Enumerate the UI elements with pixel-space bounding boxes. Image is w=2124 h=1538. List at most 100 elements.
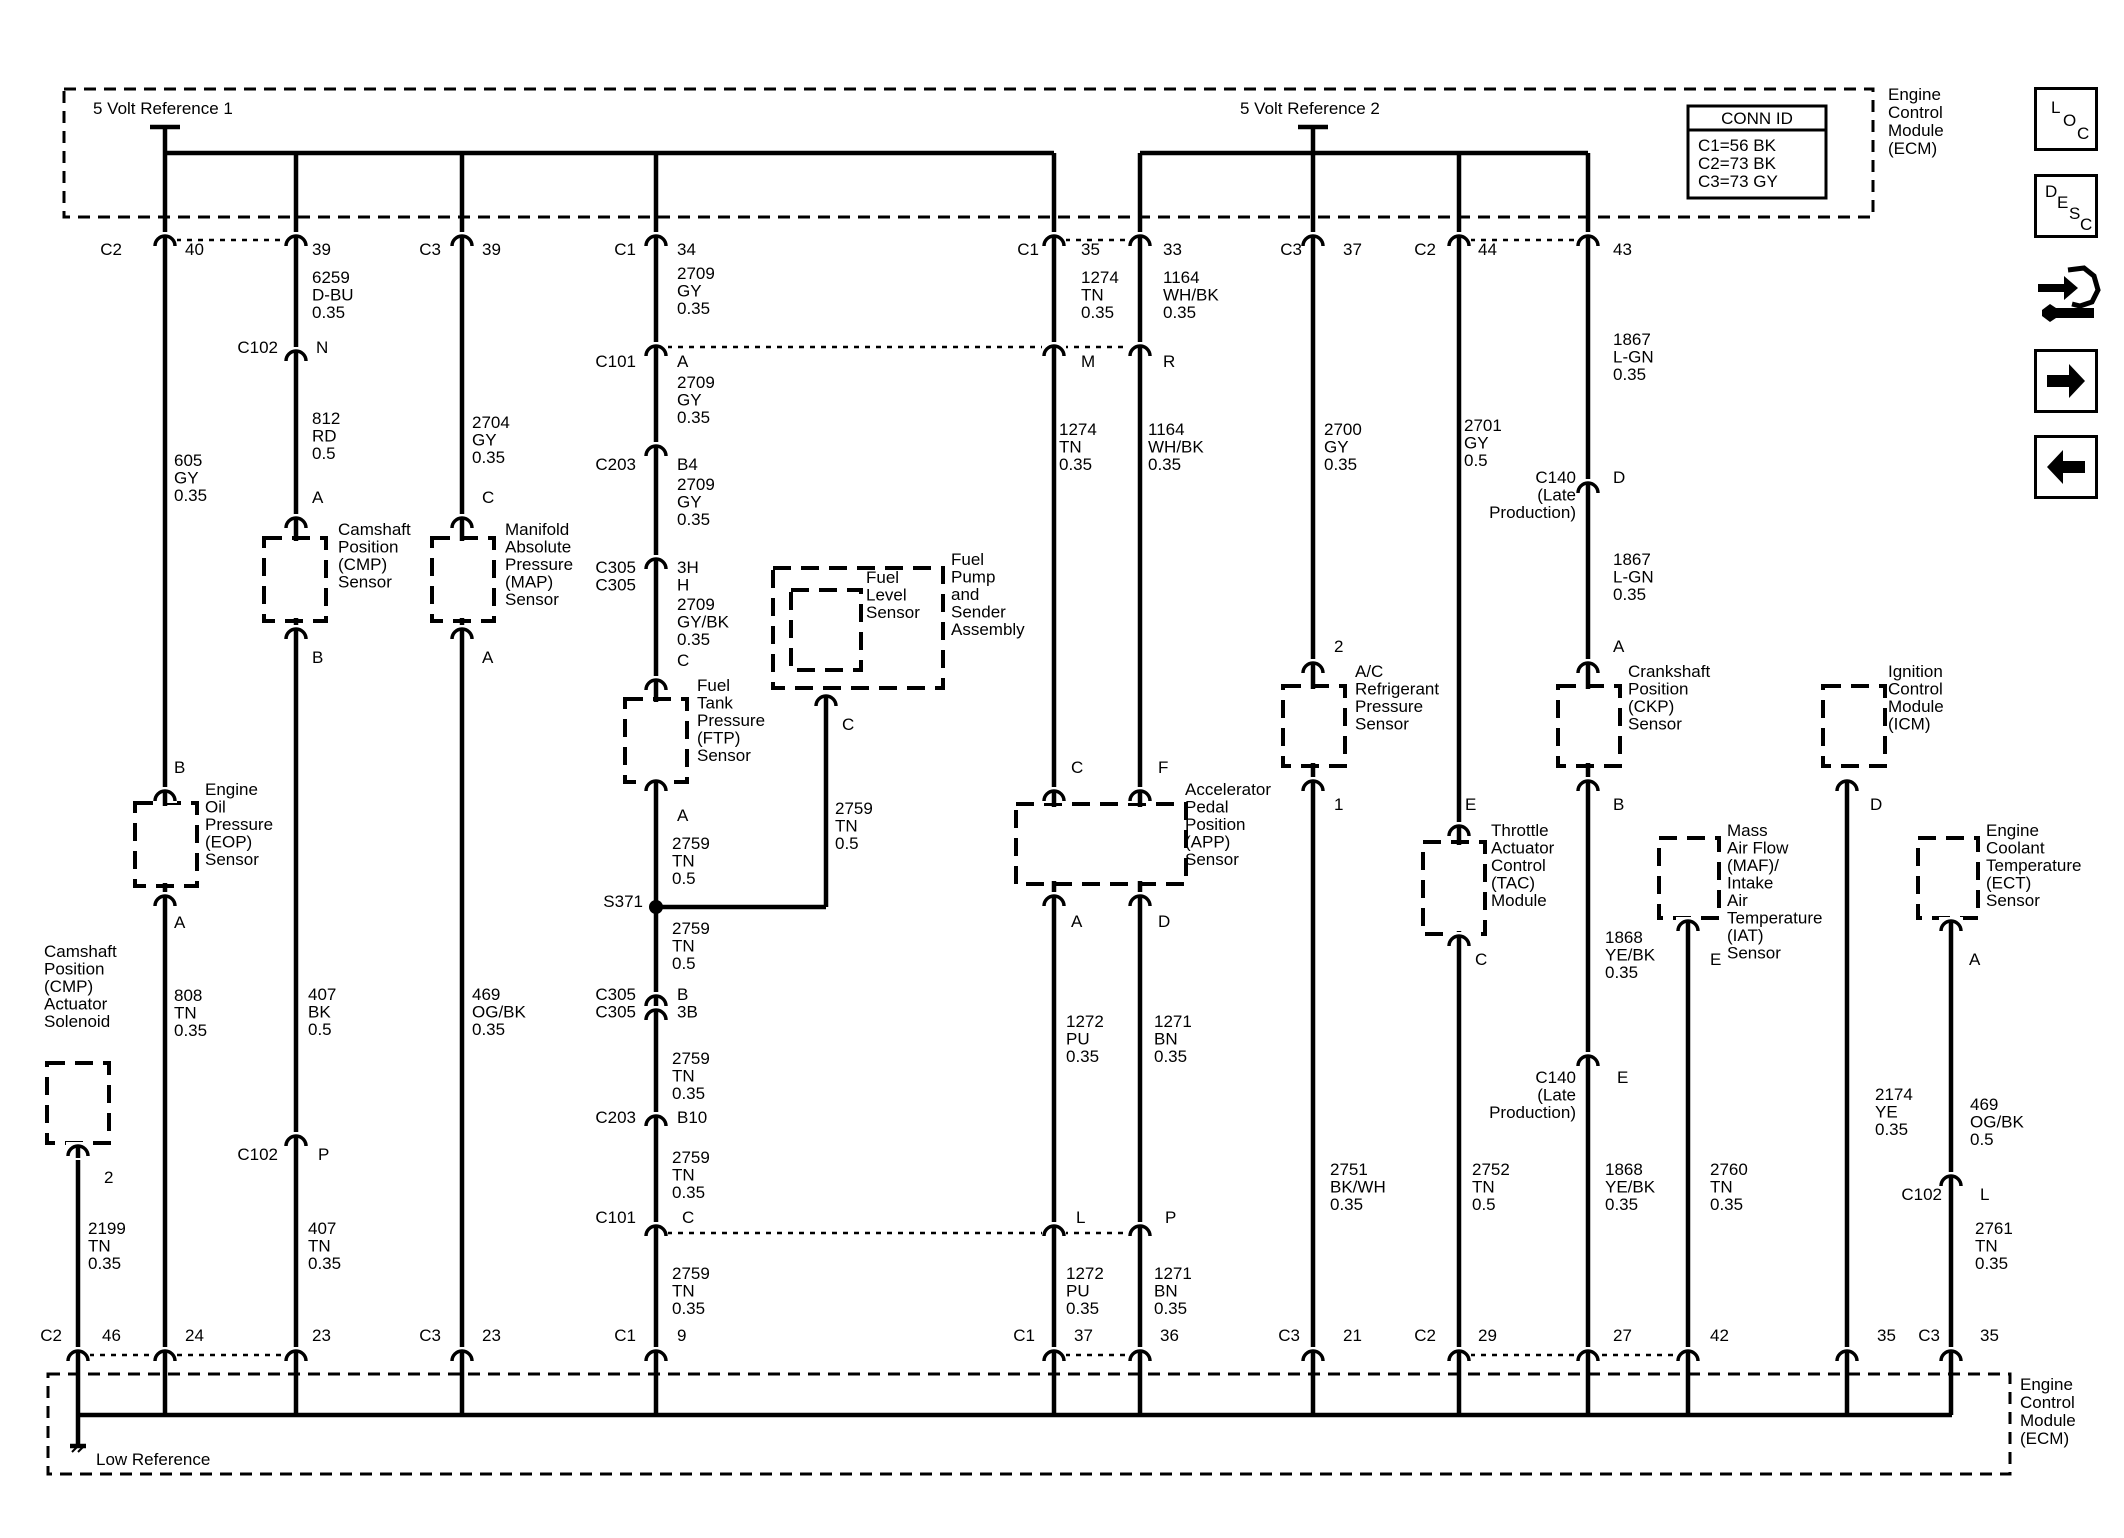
wire-label: C101 [595, 352, 636, 371]
wire-label: D [1870, 795, 1882, 814]
box-fill [1826, 689, 1882, 763]
wire-label: C [1071, 758, 1083, 777]
wire-label: 44 [1478, 240, 1497, 259]
wire-label: 27 [1613, 1326, 1632, 1345]
conn-id-table [1686, 104, 1828, 200]
conn-id-title: CONN ID [1721, 109, 1793, 128]
wire-label: 29 [1478, 1326, 1497, 1345]
wire-label: C [1475, 950, 1487, 969]
wire-label: M [1081, 352, 1095, 371]
wire-label: C2 [1414, 1326, 1436, 1345]
component-box [1821, 684, 1887, 768]
wire-label: C [677, 651, 689, 670]
ecm-bottom-outline [46, 1372, 2012, 1476]
wire-label: C2 [1414, 240, 1436, 259]
arrow-right-icon[interactable] [2034, 349, 2098, 413]
arrow-left-icon[interactable] [2034, 435, 2098, 499]
wire-label: 2 [1334, 637, 1343, 656]
wire-label: D [1158, 912, 1170, 931]
wire-label: C1 [1017, 240, 1039, 259]
box-fill [435, 541, 491, 618]
wire-label: C3 [1280, 240, 1302, 259]
wire-label: 21 [1343, 1326, 1362, 1345]
wire-label: 23 [482, 1326, 501, 1345]
wire-label: B10 [677, 1108, 707, 1127]
component-box [1014, 802, 1188, 886]
wire-label: 37 [1074, 1326, 1093, 1345]
wire-label: 33 [1163, 240, 1182, 259]
wire-label: C2 [40, 1326, 62, 1345]
wire-label: B [312, 648, 323, 667]
box-fill [267, 541, 323, 618]
wire-label: C [482, 488, 494, 507]
component-boxes [45, 238, 1980, 1357]
connector-icon[interactable] [2034, 262, 2102, 328]
wire-label: C3 [419, 240, 441, 259]
wire-label: 40 [185, 240, 204, 259]
component-box [1281, 684, 1347, 768]
wire-label: C [682, 1208, 694, 1227]
wire-label: P [318, 1145, 329, 1164]
wire-label: R [1163, 352, 1175, 371]
component-box [789, 588, 863, 672]
component-box [262, 536, 328, 623]
loc-l: L [2051, 98, 2061, 117]
wire-label: 42 [1710, 1326, 1729, 1345]
wire-label: C2 [100, 240, 122, 259]
desc-s: S [2069, 204, 2081, 223]
wire-label: 23 [312, 1326, 331, 1345]
wire-label: A [677, 806, 689, 825]
wire-label: 37 [1343, 240, 1362, 259]
wire-label: 34 [677, 240, 696, 259]
wire-label: A [312, 488, 324, 507]
wire-label: P [1165, 1208, 1176, 1227]
wire-label: 1 [1334, 795, 1343, 814]
wire-label: B [1613, 795, 1624, 814]
box-fill [1019, 807, 1183, 881]
desc-d: D [2045, 182, 2058, 201]
wire-label: A [1969, 950, 1981, 969]
wire-label: E [1710, 950, 1721, 969]
location-button[interactable]: L O C [2034, 87, 2098, 151]
wire-label: 2 [104, 1168, 113, 1187]
wire-label: F [1158, 758, 1168, 777]
description-button[interactable]: D E S C [2034, 174, 2098, 238]
component-box [1556, 684, 1622, 768]
wire-label: C3 [1918, 1326, 1940, 1345]
wire-label: L [1076, 1208, 1085, 1227]
box-fill [794, 593, 858, 667]
wire-label: 35 [1980, 1326, 1999, 1345]
low-ref-label: Low Reference [96, 1450, 210, 1469]
